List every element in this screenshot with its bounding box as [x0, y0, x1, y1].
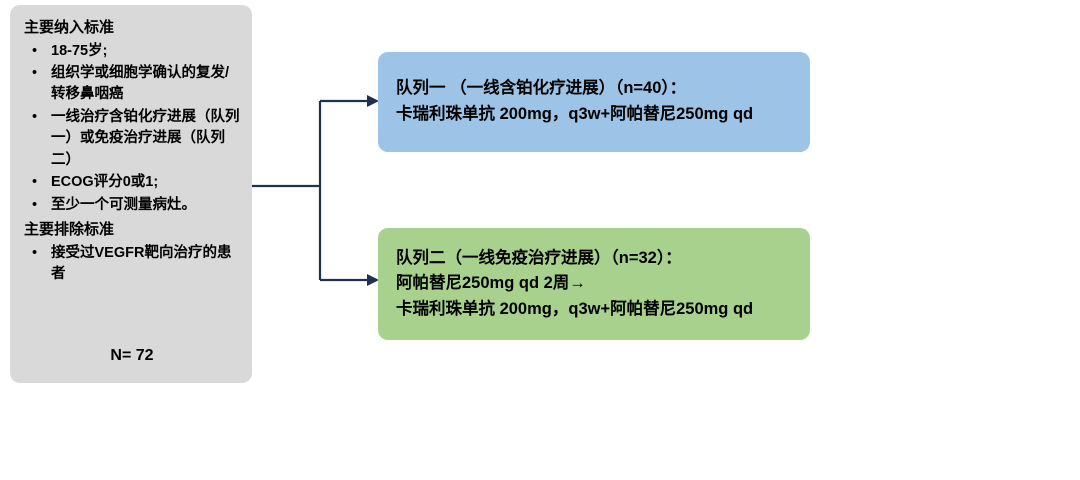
inclusion-item-prior-therapy: 一线治疗含铂化疗进展（队列一）或免疫治疗进展（队列二）	[24, 107, 240, 171]
inclusion-item-measurable-lesion: 至少一个可测量病灶。	[24, 195, 240, 217]
exclusion-item-vegfr: 接受过VEGFR靶向治疗的患者	[24, 243, 240, 286]
connector-branch-line	[252, 99, 369, 282]
inclusion-criteria-header: 主要纳入标准	[24, 19, 115, 36]
cohort2-title: 队列二（一线免疫治疗进展）（n=32）：	[396, 248, 682, 267]
cohort1-title: 队列一 （一线含铂化疗进展）（n=40）：	[396, 79, 687, 98]
sample-size-label: N= 72	[110, 347, 154, 364]
inclusion-item-ecog: ECOG评分0或1;	[24, 172, 240, 194]
cohort2-leadin-regimen: 阿帕替尼250mg qd 2周→	[396, 274, 586, 293]
exclusion-criteria-list: 接受过VEGFR靶向治疗的患者	[24, 242, 240, 287]
cohort1-box: 队列一 （一线含铂化疗进展）（n=40）： 卡瑞利珠单抗 200mg，q3w+阿…	[378, 52, 810, 152]
eligibility-criteria-box: 主要纳入标准 18-75岁; 组织学或细胞学确认的复发/转移鼻咽癌 一线治疗含铂…	[10, 5, 252, 383]
cohort2-combination-regimen: 卡瑞利珠单抗 200mg，q3w+阿帕替尼250mg qd	[396, 299, 754, 318]
cohort2-box: 队列二（一线免疫治疗进展）（n=32）： 阿帕替尼250mg qd 2周→ 卡瑞…	[378, 228, 810, 340]
inclusion-item-age: 18-75岁;	[24, 41, 240, 63]
inclusion-criteria-list: 18-75岁; 组织学或细胞学确认的复发/转移鼻咽癌 一线治疗含铂化疗进展（队列…	[24, 40, 240, 218]
inclusion-item-histology: 组织学或细胞学确认的复发/转移鼻咽癌	[24, 63, 240, 106]
cohort1-regimen: 卡瑞利珠单抗 200mg，q3w+阿帕替尼250mg qd	[396, 105, 754, 123]
exclusion-criteria-header: 主要排除标准	[24, 221, 115, 239]
